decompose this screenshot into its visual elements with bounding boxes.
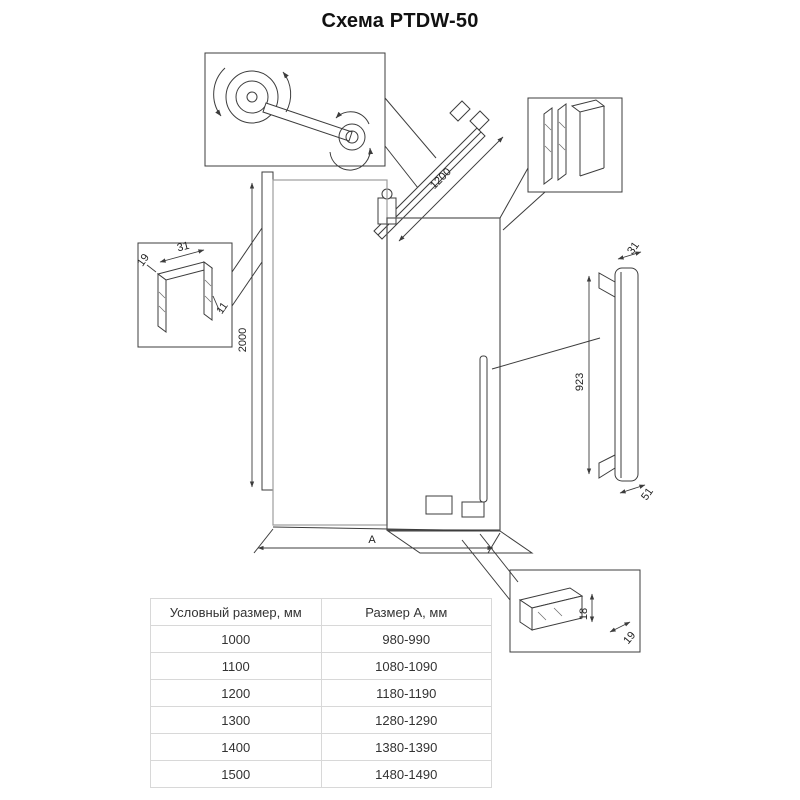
dim-handle-depth-label: 51: [639, 486, 656, 503]
rotation-arrow-icon: [213, 67, 226, 117]
fixed-glass-panel: [272, 179, 388, 526]
sliding-door-panel: [386, 217, 501, 531]
dim-handle-width-label: 31: [625, 240, 642, 257]
roller-mechanism-detail: [204, 52, 437, 189]
table-row: 1100 1080-1090: [150, 652, 492, 680]
top-profile-detail: [499, 97, 623, 231]
leader-line: [479, 533, 519, 583]
page-title: Схема PTDW-50: [321, 10, 479, 32]
bottom-guide: [461, 501, 485, 518]
dim-door-height: 2000: [237, 182, 255, 488]
wall-profile-detail: 19 31 11: [135, 227, 263, 348]
dim-bottom-profile-width-label: 19: [621, 630, 638, 647]
leader-line: [384, 97, 437, 159]
nominal-size-cell: 1100: [150, 652, 322, 680]
dim-bottom-profile-height-label: 18: [578, 608, 590, 620]
dim-width-a-label: А: [368, 534, 376, 546]
bottom-profile-detail: 18 19: [509, 569, 641, 653]
dim-rail-length: 1200: [398, 136, 504, 242]
size-a-cell: 1380-1390: [320, 733, 492, 761]
handle-detail: 923 31 51: [491, 240, 656, 503]
nominal-size-cell: 1500: [150, 760, 322, 788]
leader-line: [384, 145, 419, 189]
door-assembly: [261, 171, 501, 531]
rotation-arrow-icon: [329, 147, 374, 171]
size-a-cell: 980-990: [320, 625, 492, 653]
dim-door-height-label: 2000: [237, 328, 249, 352]
table-row: 1300 1280-1290: [150, 706, 492, 734]
size-a-cell: 1080-1090: [320, 652, 492, 680]
dim-wall-profile-depth-label: 19: [135, 252, 152, 269]
size-a-cell: 1180-1190: [320, 679, 492, 707]
nominal-size-cell: 1300: [150, 706, 322, 734]
dim-wall-profile-width-label: 31: [176, 240, 191, 255]
leader-line: [231, 227, 263, 273]
nominal-size-cell: 1000: [150, 625, 322, 653]
table-row: 1500 1480-1490: [150, 760, 492, 788]
dim-width-a: А: [253, 528, 501, 554]
size-a-cell: 1280-1290: [320, 706, 492, 734]
table-header-row: Условный размер, мм Размер А, мм: [150, 598, 492, 626]
size-a-cell: 1480-1490: [320, 760, 492, 788]
col-nominal-size: Условный размер, мм: [150, 598, 322, 626]
leader-line: [502, 191, 546, 231]
wall-profile: [261, 171, 274, 491]
dim-handle-height-label: 923: [574, 373, 586, 391]
door-handle: [479, 355, 488, 503]
table-row: 1000 980-990: [150, 625, 492, 653]
size-table: Условный размер, мм Размер А, мм 1000 98…: [150, 598, 492, 788]
leader-line: [231, 261, 263, 307]
leader-line: [499, 167, 529, 219]
bottom-guide: [425, 495, 453, 515]
table-row: 1200 1180-1190: [150, 679, 492, 707]
table-row: 1400 1380-1390: [150, 733, 492, 761]
leader-line: [491, 337, 601, 370]
nominal-size-cell: 1400: [150, 733, 322, 761]
rotation-arrow-icon: [335, 111, 370, 125]
rotation-arrow-icon: [282, 71, 292, 113]
col-size-a: Размер А, мм: [320, 598, 492, 626]
dim-wall-profile-inner-label: 11: [214, 300, 230, 316]
nominal-size-cell: 1200: [150, 679, 322, 707]
